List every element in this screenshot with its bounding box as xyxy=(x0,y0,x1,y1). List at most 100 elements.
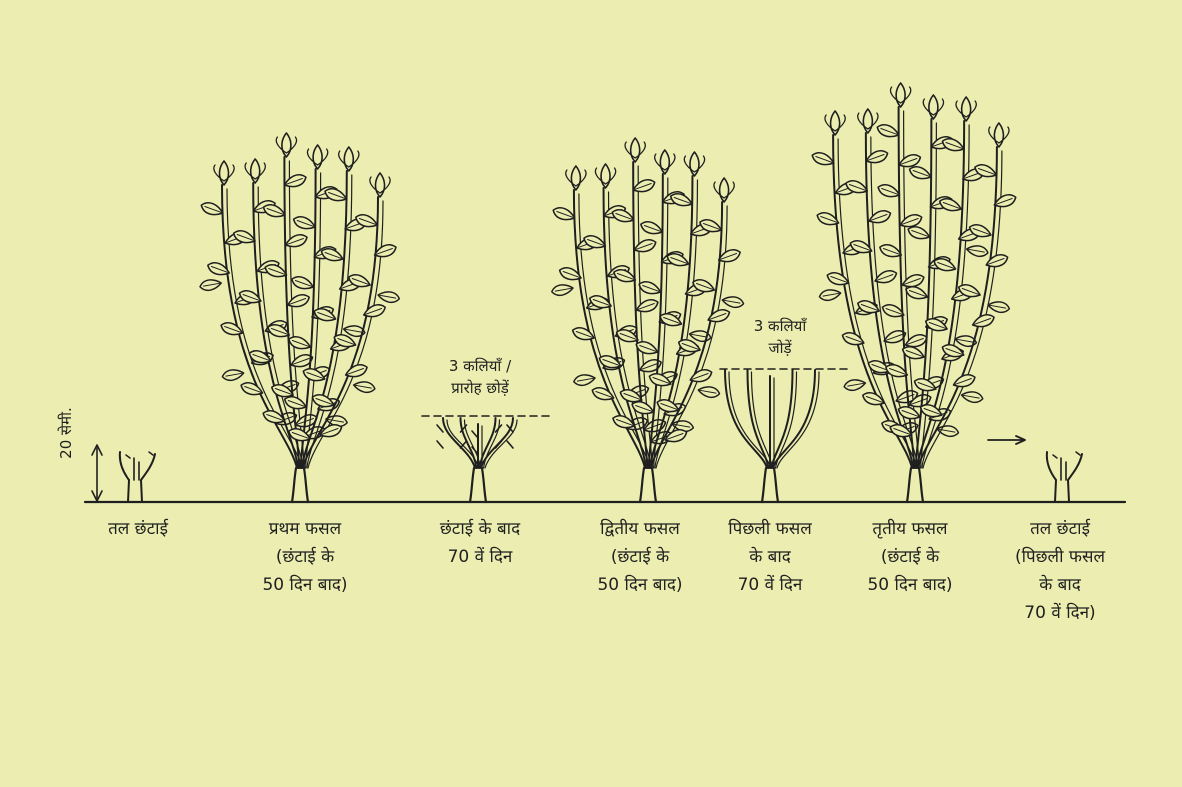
shoot-bud xyxy=(595,164,615,188)
main-stem-right xyxy=(919,468,923,502)
shoot-bud xyxy=(684,152,704,176)
leaf xyxy=(936,424,959,438)
stage-label-first-harvest: प्रथम फसल (छंटाई के 50 दिन बाद) xyxy=(230,515,380,599)
leaf xyxy=(637,279,662,297)
shoot-bud xyxy=(714,178,734,202)
shoot-bud xyxy=(989,123,1009,147)
leaf xyxy=(283,172,308,190)
leaf xyxy=(286,292,311,310)
main-stem-left xyxy=(640,468,644,502)
main-stem-left xyxy=(762,468,766,502)
leaf xyxy=(292,214,317,232)
stage-label-second-harvest: द्वितीय फसल (छंटाई के 50 दिन बाद) xyxy=(565,515,715,599)
stump-cut-right xyxy=(1076,452,1080,455)
leaf xyxy=(551,283,574,297)
pruned-branch xyxy=(461,418,477,468)
leaf xyxy=(843,378,866,392)
leaf xyxy=(875,122,900,140)
shoot-bud xyxy=(956,97,976,121)
main-stem-right xyxy=(652,468,656,502)
leaf xyxy=(222,368,245,382)
stump-cut-right xyxy=(149,452,153,455)
main-stem-right xyxy=(774,468,778,502)
stump-base-pruning-final xyxy=(1047,452,1082,502)
pruned-branch-outline xyxy=(485,420,517,468)
small-shoot xyxy=(437,441,443,448)
leaf xyxy=(984,252,1009,270)
small-shoot xyxy=(437,425,443,432)
leaf xyxy=(810,150,835,168)
stage-label-base-pruning: तल छंटाई xyxy=(78,515,198,543)
leaf xyxy=(635,297,660,315)
leaf xyxy=(966,244,989,258)
leaf xyxy=(952,372,977,390)
leaf xyxy=(284,232,309,250)
leaf xyxy=(199,200,224,218)
shoot-bud xyxy=(214,161,234,185)
shoot-bud xyxy=(655,150,675,174)
stump-centre xyxy=(134,458,139,480)
plant-after-pruning xyxy=(437,418,517,502)
leaf xyxy=(631,177,656,195)
leaf xyxy=(287,334,312,352)
stump-base-pruning xyxy=(120,452,155,502)
main-stem-left xyxy=(292,468,296,502)
pruned-branch xyxy=(773,370,815,468)
main-stem-left xyxy=(470,468,474,502)
plant-first-harvest xyxy=(199,133,400,502)
leaf xyxy=(841,330,866,348)
plant-third-harvest xyxy=(810,83,1017,502)
stump-left-branch xyxy=(1047,452,1056,502)
leaf xyxy=(290,274,315,292)
main-stem-right xyxy=(304,468,308,502)
shoot-bud xyxy=(825,111,845,135)
leaf xyxy=(987,300,1010,314)
plant-second-harvest xyxy=(551,138,745,502)
main-stem-left xyxy=(907,468,911,502)
small-shoot xyxy=(507,441,513,448)
leaf xyxy=(867,208,892,226)
shoot-bud xyxy=(625,138,645,162)
leaf xyxy=(199,278,222,292)
leaf xyxy=(697,385,720,399)
shoot-bud xyxy=(890,83,910,107)
leaf xyxy=(573,373,596,387)
leaf xyxy=(721,295,744,309)
height-scale-label: 20 सेमी. xyxy=(56,388,76,478)
stump-left-branch xyxy=(120,452,129,502)
leaf xyxy=(551,205,576,223)
shoot-bud xyxy=(566,166,586,190)
stage-label-base-pruning-final: तल छंटाई (पिछली फसल के बाद 70 वें दिन) xyxy=(985,515,1135,627)
stage-label-after-pruning: छंटाई के बाद 70 वें दिन xyxy=(405,515,555,571)
shoot-bud xyxy=(923,95,943,119)
plant-after-previous-harvest xyxy=(725,370,819,502)
shoot-bud xyxy=(245,159,265,183)
leaf xyxy=(876,182,901,200)
stump-cut-left xyxy=(126,455,130,458)
shoot-bud xyxy=(307,145,327,169)
stump-right-branch xyxy=(1068,454,1082,502)
shoot-bud xyxy=(276,133,296,157)
stump-cut-left xyxy=(1053,455,1057,458)
leaf xyxy=(864,148,889,166)
leaf xyxy=(377,290,400,304)
shoot-bud xyxy=(370,173,390,197)
add-buds-annotation: 3 कलियाँ जोड़ें xyxy=(730,315,830,359)
shoot-bud xyxy=(858,109,878,133)
leaf xyxy=(633,237,658,255)
main-stem-right xyxy=(482,468,486,502)
leaf xyxy=(861,390,886,408)
stage-label-after-previous-harvest: पिछली फसल के बाद 70 वें दिन xyxy=(705,515,835,599)
leaf xyxy=(353,380,376,394)
stump-centre xyxy=(1061,458,1066,480)
leaf xyxy=(639,219,664,237)
shoot-bud xyxy=(339,147,359,171)
leaf xyxy=(819,288,842,302)
stage-label-third-harvest: तृतीय फसल (छंटाई के 50 दिन बाद) xyxy=(835,515,985,599)
leaf xyxy=(961,390,984,404)
leaf xyxy=(638,357,663,375)
stump-right-branch xyxy=(141,454,155,502)
leave-buds-annotation: 3 कलियाँ / प्रारोह छोड़ें xyxy=(415,355,545,399)
